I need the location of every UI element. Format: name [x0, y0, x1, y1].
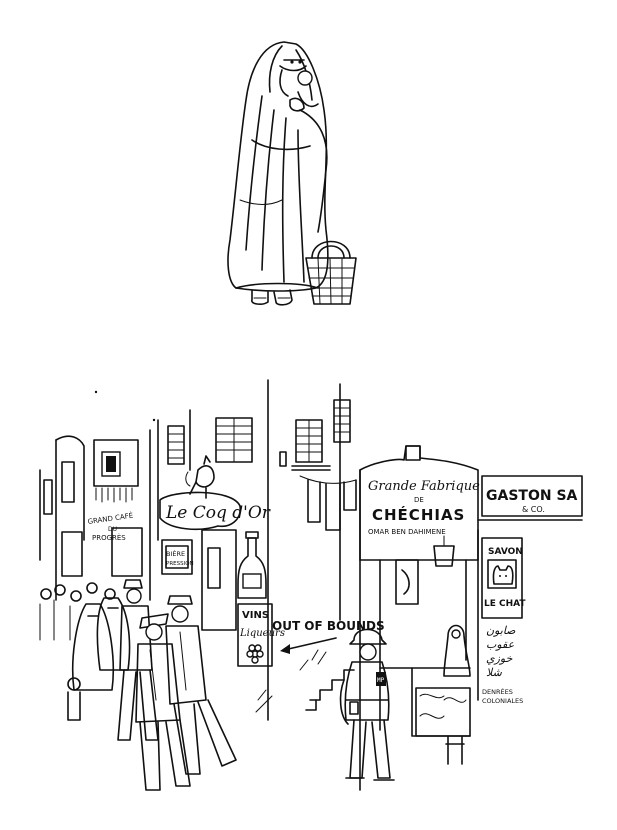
arabic-signage: صابون عقوب خوزي شلا — [486, 624, 516, 679]
center-alley — [267, 379, 357, 721]
cafe-sign-line2: DU — [108, 526, 117, 533]
wicker-basket — [305, 240, 357, 305]
mp-armband-text: MP — [377, 677, 385, 684]
pression-text: PRESSION — [166, 561, 194, 567]
arabic-line1: صابون — [486, 624, 516, 637]
denrees-text: DENRÉES — [482, 687, 513, 696]
street-crowd — [39, 579, 273, 791]
omar-text: OMAR BEN DAHIMENE — [368, 528, 446, 536]
out-of-bounds-sign: OUT OF BOUNDS — [272, 619, 385, 654]
coq-dor-sign: Le Coq d'Or — [159, 491, 271, 531]
left-buildings — [39, 409, 253, 631]
liqueurs-text: Liqueurs — [239, 628, 285, 639]
cafe-sign-line1: GRAND CAFÉ — [87, 511, 134, 526]
savon-text: SAVON — [488, 547, 523, 557]
chechias-shop — [359, 445, 479, 791]
arabic-line4: شلا — [486, 666, 503, 679]
denrees-coloniales-sign: DENRÉES COLONIALES — [482, 687, 523, 705]
gaston-shop: GASTON SA & CO. — [477, 475, 583, 701]
biere-text: BIÈRE — [166, 549, 185, 558]
vins-text: VINS — [242, 610, 269, 621]
military-police-soldier: MP — [339, 628, 395, 781]
arabic-line3: خوزي — [486, 652, 513, 665]
fabrique-line2: DE — [414, 496, 424, 504]
gaston-text: GASTON SA — [486, 488, 578, 504]
wine-bottle-sign — [237, 531, 267, 599]
le-chat-text: LE CHAT — [484, 599, 526, 609]
arabic-line2: عقوب — [486, 638, 515, 651]
fabrique-sign-text: Grande Fabrique DE CHÉCHIAS OMAR BEN DAH… — [368, 479, 480, 536]
savon-le-chat-sign: SAVON LE CHAT — [481, 537, 526, 619]
cafe-sign-line3: PROGRÈS — [92, 533, 126, 542]
out-of-bounds-text: OUT OF BOUNDS — [272, 619, 385, 633]
vins-liqueurs-sign: VINS Liqueurs — [237, 603, 285, 667]
grand-cafe-sign: GRAND CAFÉ DU PROGRÈS — [87, 511, 134, 542]
coloniales-text: COLONIALES — [482, 697, 523, 705]
chechias-text: CHÉCHIAS — [372, 505, 465, 524]
veiled-woman-figure — [227, 41, 329, 306]
gaston-co-text: & CO. — [522, 505, 545, 514]
fabrique-line1: Grande Fabrique — [368, 479, 480, 494]
biere-pression-sign: BIÈRE PRESSION — [166, 549, 194, 567]
coq-dor-text: Le Coq d'Or — [165, 503, 271, 523]
